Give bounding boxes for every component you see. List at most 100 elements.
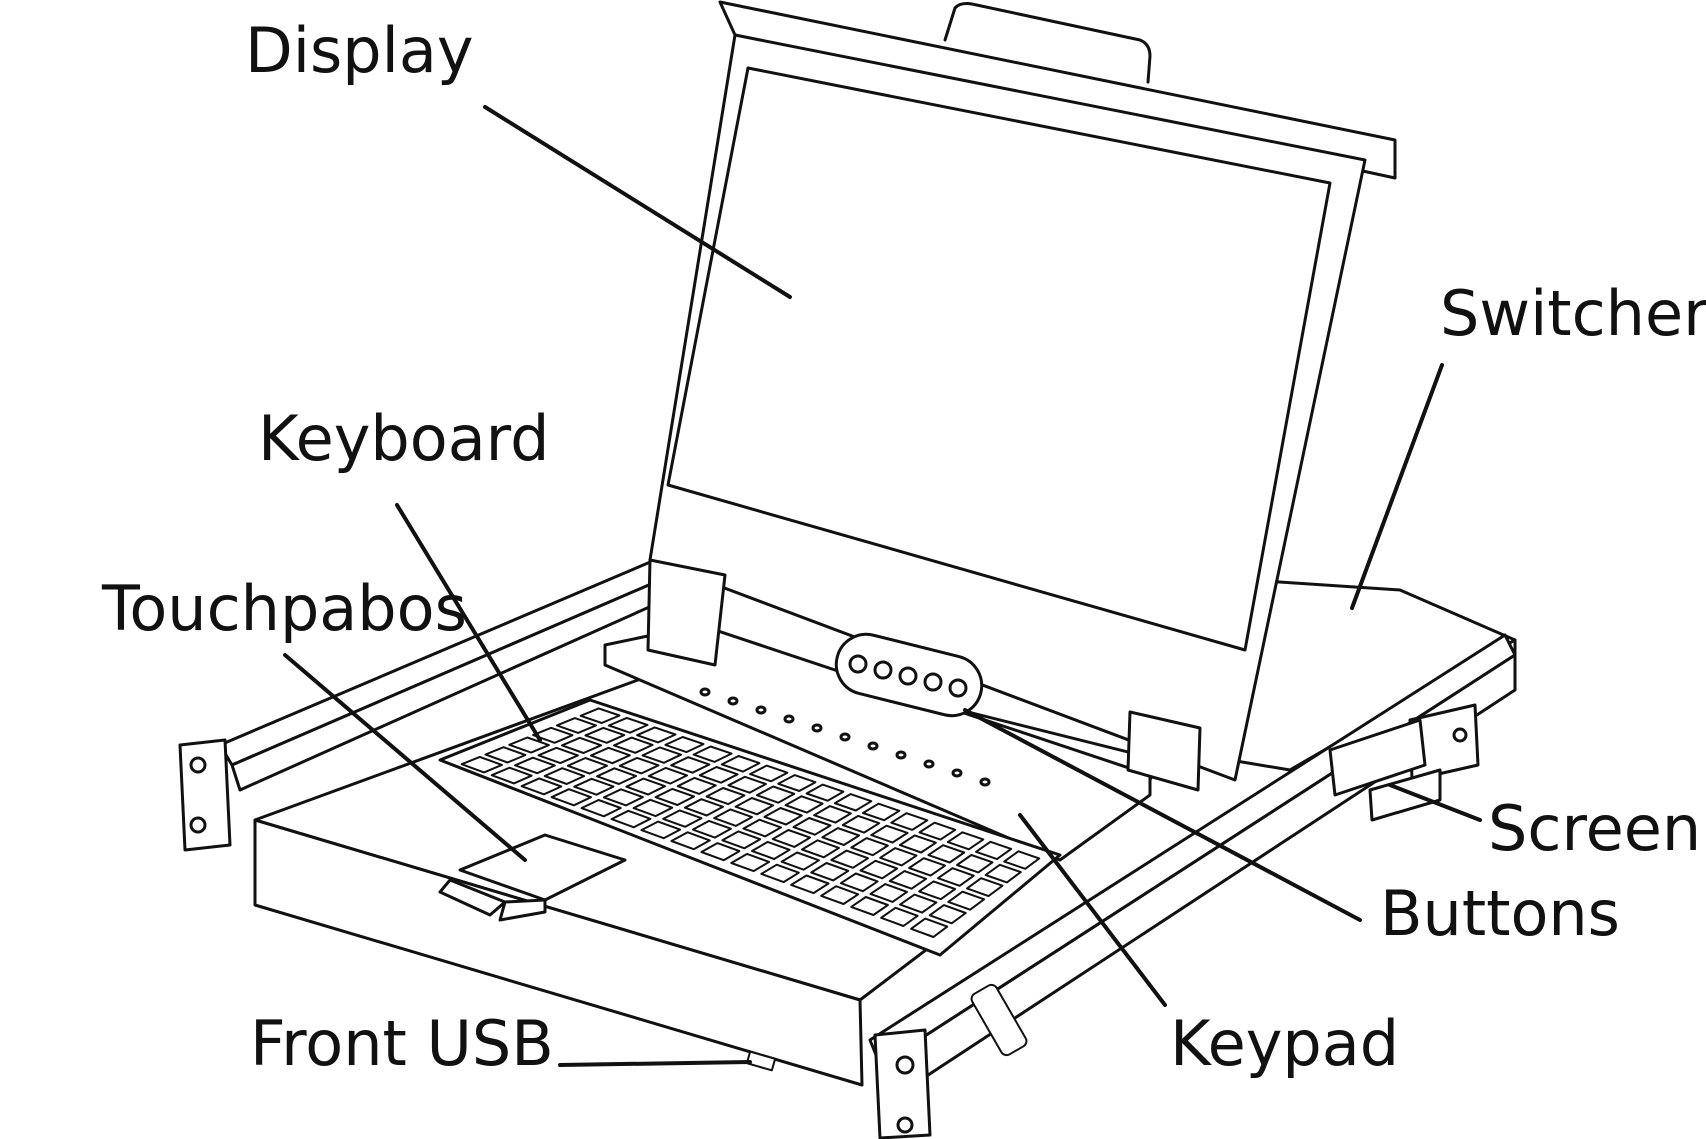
keyboard-key [550,788,592,807]
display-screen [666,66,1332,652]
keyboard-key [555,717,597,734]
keyboard-key [596,767,637,785]
keypad-dot [867,741,879,751]
screen-buttons-panel [834,632,984,718]
screen-buttons [848,654,968,698]
keyboard-key [801,839,840,859]
leader-keypad [1018,813,1167,1007]
screen-button[interactable] [873,660,893,680]
keyboard-key [975,840,1013,861]
keyboard-key [927,844,966,864]
keypad-dot [951,768,963,778]
screen-button[interactable] [848,654,868,674]
keyboard-key [532,726,574,744]
keyboard-key [830,849,869,869]
keyboard-key [676,776,717,795]
keyboard-key [862,802,901,822]
label-buttons: Buttons [1380,877,1620,950]
left-hinge [646,558,727,667]
keyboard-key [908,857,947,877]
keyboard-key [514,756,556,775]
keyboard-key [610,809,652,829]
keyboard-key [640,820,682,840]
keypad-dot [755,705,767,715]
keyboard-key [966,877,1004,898]
keyboard-key [561,736,603,754]
keyboard-key [602,788,644,807]
keyboard-key [928,904,967,925]
keyboard-key [879,847,918,867]
keyboard-key [777,774,817,792]
keyboard-key [692,745,733,763]
keyboard-key [654,787,695,806]
keyboard-key [805,783,845,802]
keyboard-key [760,863,800,884]
keyboard-key [780,851,820,871]
keyboard-key [839,872,879,893]
keyboard-key [790,874,830,895]
leader-switcher [1350,363,1444,610]
keypad-indicators [699,687,991,787]
keyboard-key [859,859,899,880]
keyboard-key [784,795,824,814]
keyboard-key [841,814,881,834]
keyboard-key [918,821,957,841]
right-hinge [1126,710,1202,792]
touchpad [458,833,627,902]
keyboard-key [580,799,622,818]
keyboard-key [632,798,674,818]
keyboard-key [1003,850,1041,870]
keyboard-key [810,862,850,882]
keyboard-key [579,707,621,724]
keyboard-key [742,818,782,838]
keyboard-key [670,756,711,774]
keyboard-key [898,834,937,854]
keyboard-key [918,880,957,901]
keyboard-key [705,787,746,806]
keypad-dot [727,696,739,706]
label-screen: Screen [1488,792,1701,865]
keyboard-key [670,831,711,851]
screen-button[interactable] [923,672,943,692]
leader-touchpad [283,653,527,862]
keyboard-key [636,726,677,744]
keyboard-key [947,890,986,911]
leader-lines [283,105,1482,1067]
keyboard-key [946,831,985,851]
touchpad-right-button [498,898,547,922]
keyboard-key [589,746,631,765]
leader-front-usb [558,1060,752,1067]
label-front-usb: Front USB [250,1007,554,1080]
keyboard-key [683,798,724,817]
keyboard-key [821,827,861,846]
keyboard-key [618,756,660,775]
keypad-dot [839,732,851,742]
label-keypad: Keypad [1170,1007,1399,1080]
leader-keyboard [395,503,542,742]
keyboard-key [792,817,832,836]
keyboard-keys [460,707,1041,938]
keyboard-key [484,746,527,764]
label-touchpad: Touchpabos [101,572,467,645]
keyboard-key [584,726,626,744]
screen-button[interactable] [898,666,918,686]
leader-screen [1388,783,1482,822]
front-panel [253,818,864,1087]
keyboard-key [520,777,563,796]
keyboard-key [899,893,938,914]
keyboard-key [910,917,949,938]
label-keyboard: Keyboard [258,402,549,475]
keypad-dot [979,777,991,787]
keyboard-key [713,808,753,827]
keyboard-key [625,777,666,796]
keyboard-key [543,767,586,785]
keypad-dot [923,759,935,769]
screen-button[interactable] [948,678,968,698]
labels: Display Switcher Keyboard Touchpabos Scr… [101,14,1706,1080]
label-display: Display [245,14,474,87]
leader-display [483,105,792,299]
keyboard-key [869,883,908,903]
label-switcher: Switcher [1440,277,1706,350]
keyboard-key [771,829,811,848]
keypad-dot [783,714,795,724]
